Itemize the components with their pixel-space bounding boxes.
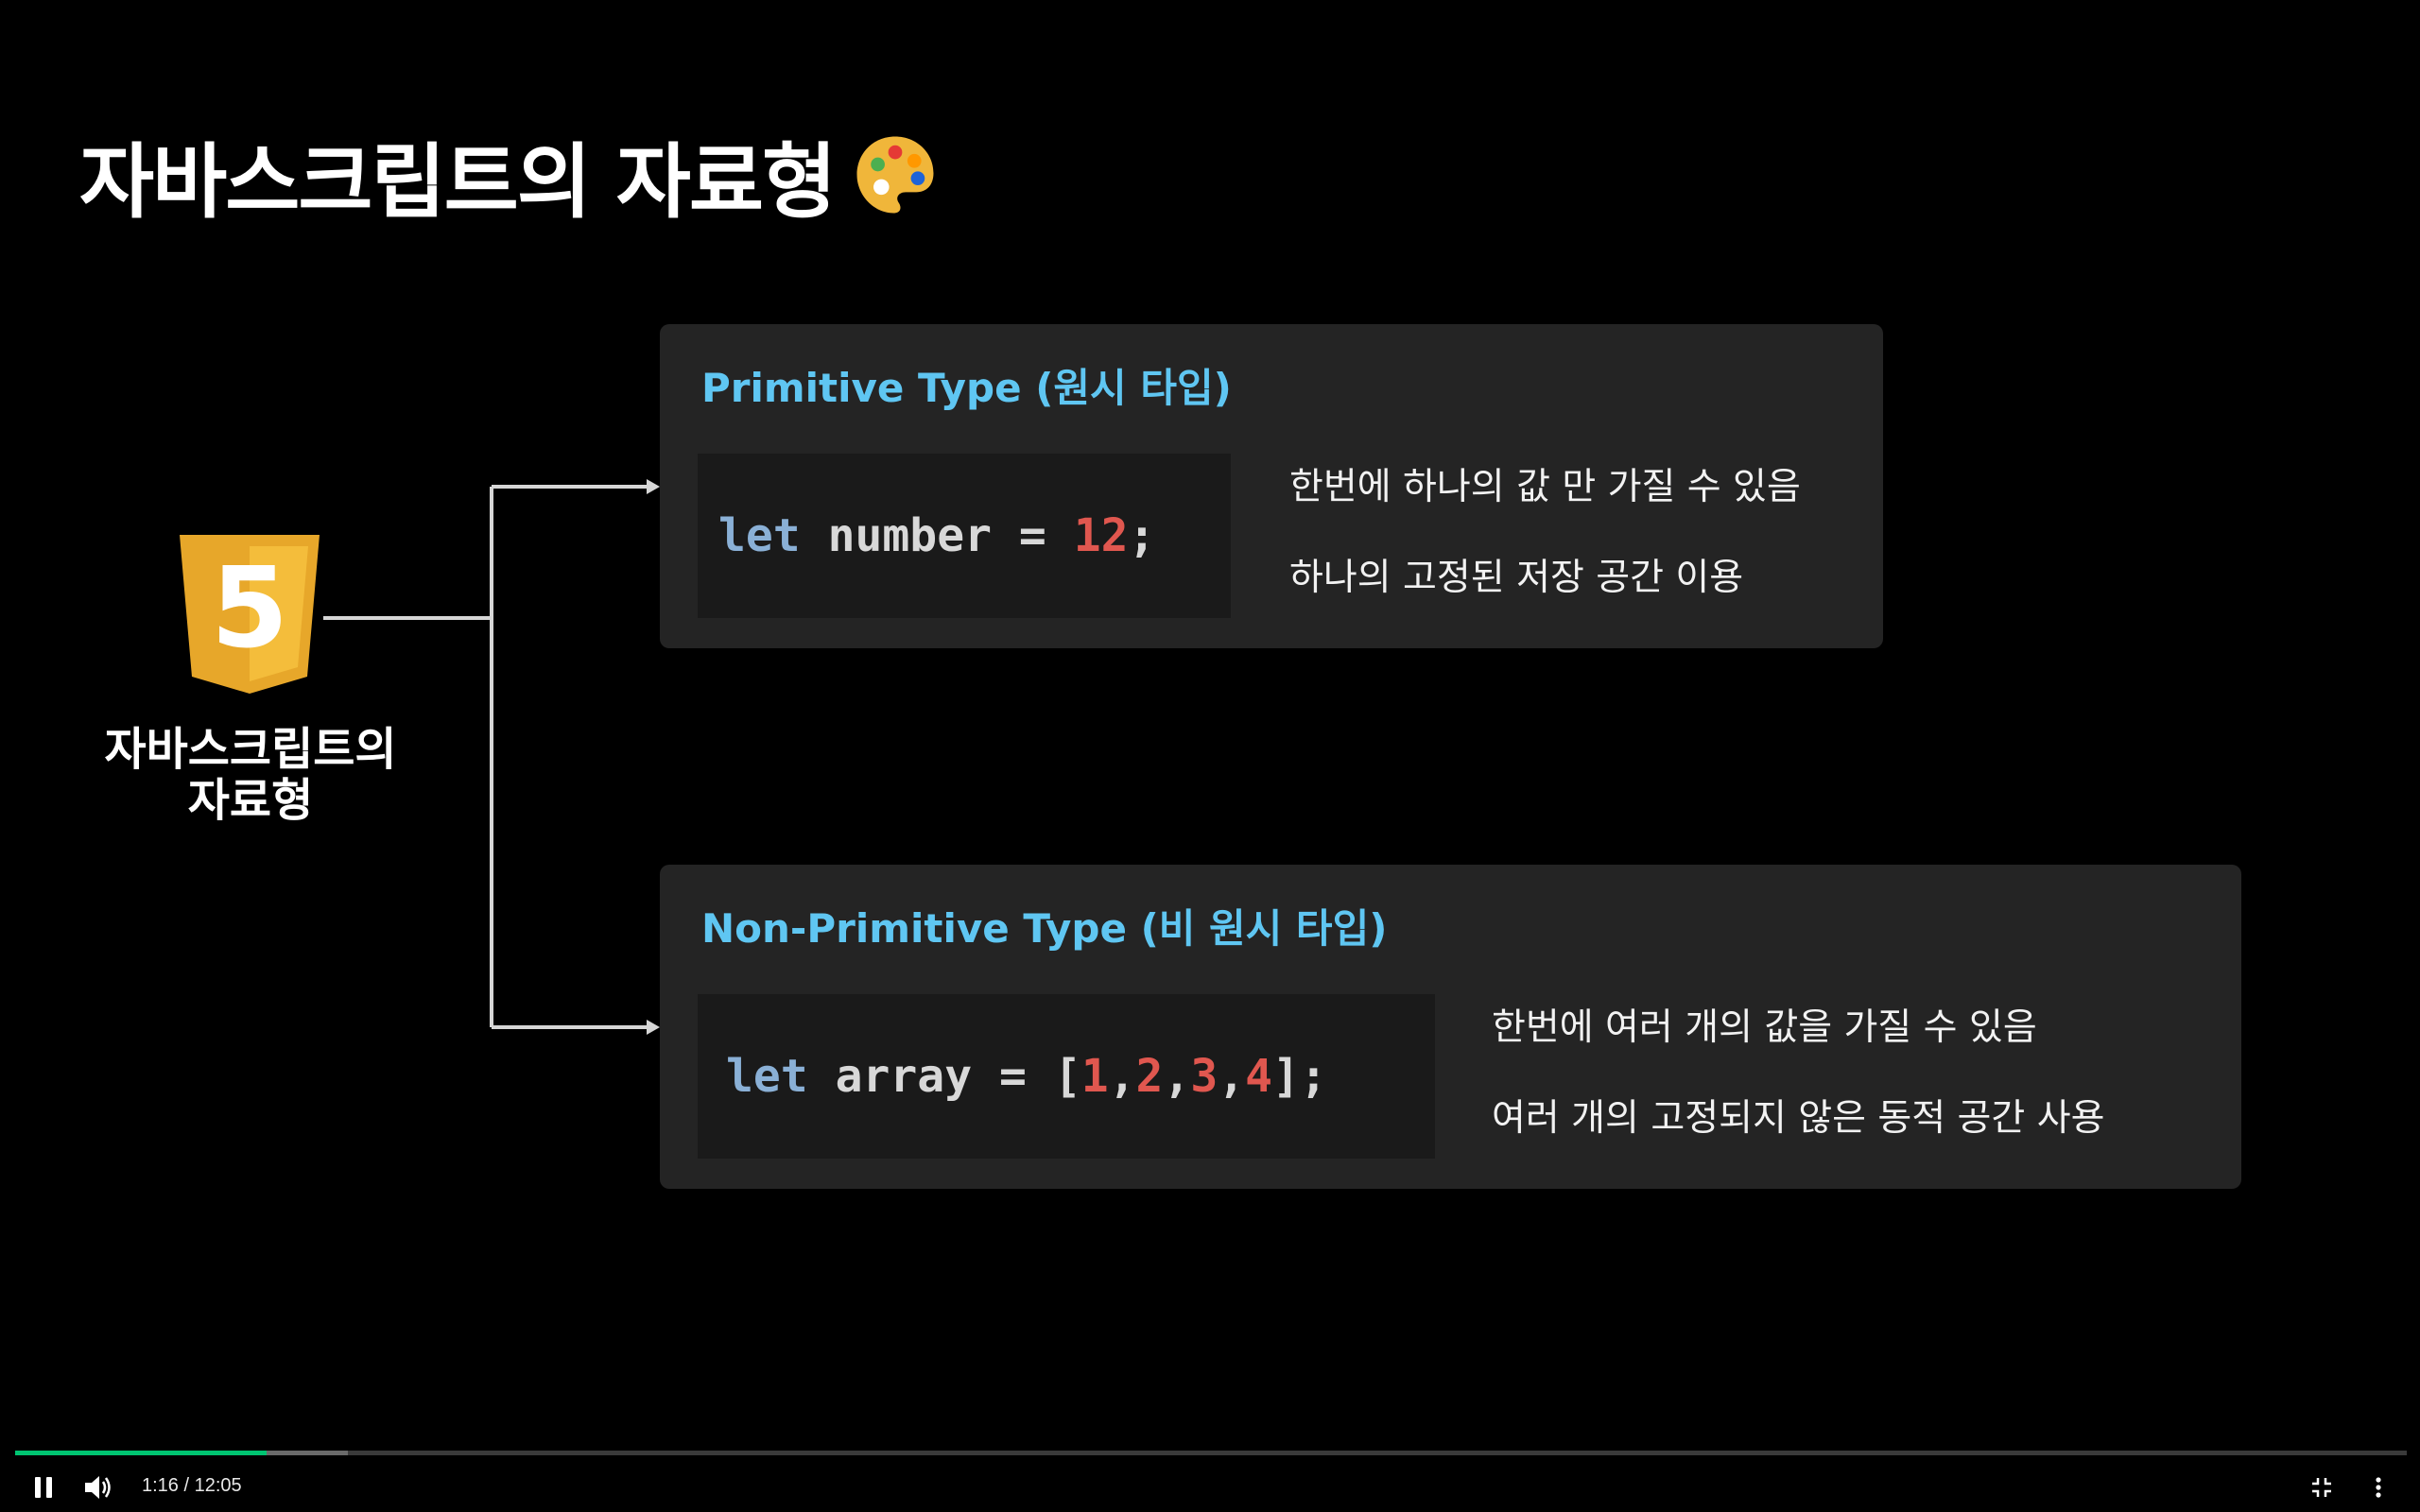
- primitive-code-snippet: let number = 12;: [698, 454, 1231, 618]
- code-array-item: 4: [1245, 1050, 1273, 1103]
- video-controls: 1:16 / 12:05: [0, 1463, 2420, 1512]
- html5-logo-glyph: 5: [211, 542, 288, 673]
- code-comma: ,: [1108, 1050, 1136, 1103]
- code-array-item: 1: [1080, 1050, 1109, 1103]
- non-primitive-code-snippet: let array = [1,2,3,4];: [698, 994, 1435, 1159]
- root-node-label-line1: 자바스크립트의: [104, 723, 397, 776]
- code-keyword: let: [726, 1050, 808, 1103]
- code-comma: ,: [1218, 1050, 1246, 1103]
- code-array-item: 2: [1135, 1050, 1164, 1103]
- video-progress-bar[interactable]: [15, 1451, 2407, 1455]
- primitive-description-1: 한번에 하나의 값 만 가질 수 있음: [1289, 466, 1801, 508]
- code-array-item: 3: [1190, 1050, 1219, 1103]
- slide-title: 자바스크립트의 자료형: [79, 115, 939, 233]
- code-operator: =: [1018, 509, 1046, 562]
- volume-button[interactable]: [81, 1470, 115, 1504]
- exit-fullscreen-button[interactable]: [2305, 1470, 2339, 1504]
- html5-shield-icon: 5: [180, 535, 320, 694]
- pause-icon: [35, 1477, 52, 1498]
- code-comma: ,: [1163, 1050, 1191, 1103]
- primitive-type-card: Primitive Type (원시 타입) let number = 12; …: [660, 324, 1883, 648]
- non-primitive-type-card: Non-Primitive Type (비 원시 타입) let array =…: [660, 865, 2241, 1189]
- palette-icon: [856, 136, 934, 213]
- code-number: 12: [1073, 509, 1129, 562]
- pause-button[interactable]: [26, 1470, 60, 1504]
- code-identifier: number: [827, 509, 992, 562]
- code-close-bracket: ];: [1272, 1050, 1327, 1103]
- more-vertical-icon: [2376, 1477, 2381, 1498]
- code-identifier: array: [835, 1050, 973, 1103]
- primitive-description-2: 하나의 고정된 저장 공간 이용: [1289, 557, 1744, 599]
- root-node-label-line2: 자료형: [187, 774, 314, 827]
- volume-icon: [85, 1476, 111, 1499]
- code-operator: =: [999, 1050, 1027, 1103]
- slide-title-text: 자바스크립트의 자료형: [79, 135, 837, 230]
- non-primitive-type-title: Non-Primitive Type (비 원시 타입): [701, 905, 1388, 952]
- code-keyword: let: [718, 509, 801, 562]
- more-options-button[interactable]: [2361, 1470, 2395, 1504]
- root-node-label: 자바스크립트의 자료형: [66, 724, 435, 826]
- exit-fullscreen-icon: [2312, 1478, 2331, 1497]
- video-played-bar: [15, 1451, 267, 1455]
- non-primitive-description-1: 한번에 여러 개의 값을 가질 수 있음: [1492, 1006, 2037, 1049]
- code-terminator: ;: [1128, 509, 1156, 562]
- time-display: 1:16 / 12:05: [142, 1475, 242, 1496]
- code-open-bracket: [: [1053, 1050, 1081, 1103]
- non-primitive-description-2: 여러 개의 고정되지 않은 동적 공간 사용: [1492, 1097, 2105, 1140]
- primitive-type-title: Primitive Type (원시 타입): [701, 365, 1232, 411]
